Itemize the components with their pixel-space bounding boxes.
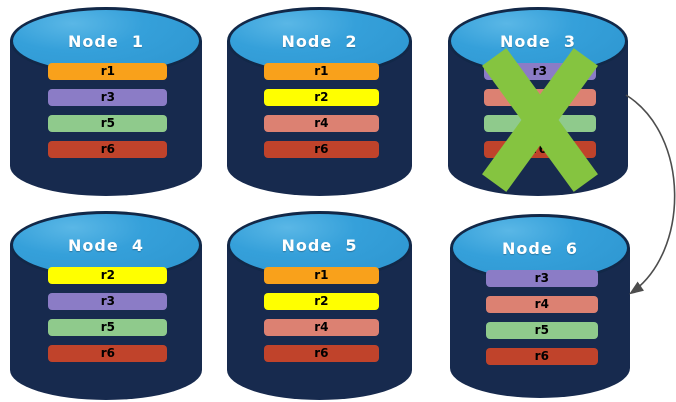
replica-pill-r2: r2	[48, 267, 168, 284]
replica-pill-r2: r2	[264, 89, 379, 106]
replica-pill-r6: r6	[264, 345, 379, 362]
replica-pill-r4: r4	[484, 89, 596, 106]
node-1-cylinder: Node 1 r1 r3 r5 r6	[10, 7, 202, 196]
node-title: Node 3	[500, 31, 576, 51]
node-title: Node 4	[68, 235, 144, 255]
replica-pill-r1: r1	[264, 267, 379, 284]
replica-list: r3 r4 r5 r6	[486, 270, 598, 365]
replica-pill-r6: r6	[48, 345, 168, 362]
replica-pill-r1: r1	[264, 63, 379, 80]
replica-pill-r4: r4	[486, 296, 598, 313]
replica-pill-r2: r2	[264, 293, 379, 310]
replica-pill-r5: r5	[48, 115, 168, 132]
node-5-cylinder: Node 5 r1 r2 r4 r6	[227, 211, 412, 400]
node-3-cylinder: Node 3 r3 r4 r5 r6	[448, 7, 628, 196]
replica-pill-r4: r4	[264, 115, 379, 132]
node-title: Node 6	[502, 238, 578, 258]
replica-pill-r5: r5	[484, 115, 596, 132]
replica-pill-r6: r6	[48, 141, 168, 158]
replica-pill-r3: r3	[48, 293, 168, 310]
replica-list: r1 r2 r4 r6	[264, 63, 379, 158]
node-title: Node 1	[68, 31, 144, 51]
replica-list: r1 r2 r4 r6	[264, 267, 379, 362]
node-4-cylinder: Node 4 r2 r3 r5 r6	[10, 211, 202, 400]
node-2-cylinder: Node 2 r1 r2 r4 r6	[227, 7, 412, 196]
replica-pill-r3: r3	[48, 89, 168, 106]
replica-pill-r5: r5	[48, 319, 168, 336]
cylinder-top: Node 1	[10, 7, 202, 75]
replica-pill-r6: r6	[484, 141, 596, 158]
replica-pill-r5: r5	[486, 322, 598, 339]
node-title: Node 2	[281, 31, 358, 51]
failover-arrow-path	[625, 94, 676, 295]
replica-pill-r3: r3	[486, 270, 598, 287]
replica-pill-r6: r6	[486, 348, 598, 365]
node-6-cylinder: Node 6 r3 r4 r5 r6	[450, 214, 630, 398]
replica-pill-r6: r6	[264, 141, 379, 158]
node-title: Node 5	[281, 235, 358, 255]
cylinder-top: Node 2	[227, 7, 412, 75]
replica-list: r3 r4 r5 r6	[484, 63, 596, 158]
replica-pill-r4: r4	[264, 319, 379, 336]
replica-list: r2 r3 r5 r6	[48, 267, 168, 362]
replica-list: r1 r3 r5 r6	[48, 63, 168, 158]
replica-pill-r3: r3	[484, 63, 596, 80]
replica-pill-r1: r1	[48, 63, 168, 80]
